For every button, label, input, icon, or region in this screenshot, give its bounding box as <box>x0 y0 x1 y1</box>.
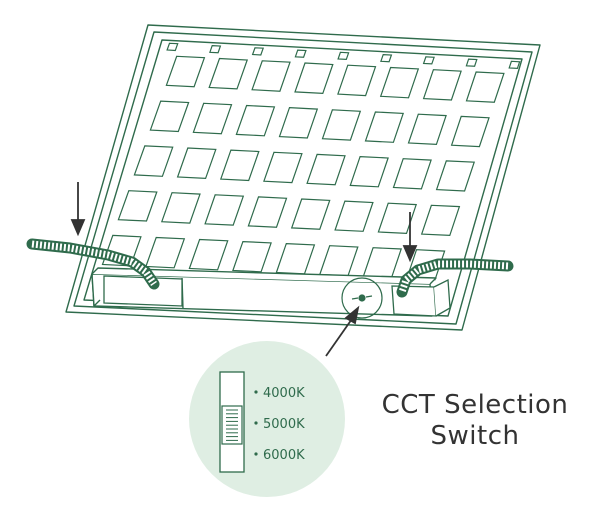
slider-grip-icon <box>226 409 238 441</box>
panel-grid-cell <box>306 153 346 186</box>
panel-grid-tab <box>465 58 478 67</box>
flexible-conduits <box>26 238 514 298</box>
panel-grid-cell <box>263 151 303 184</box>
panel-grid-cell <box>422 69 462 101</box>
panel-grid-tab <box>380 53 393 63</box>
panel-grid-cell <box>435 160 476 192</box>
cct-detail-callout: 4000K 5000K 6000K <box>189 341 345 497</box>
panel-grid-cell <box>232 240 272 273</box>
panel-grid-cell <box>165 55 206 88</box>
panel-grid-cell <box>407 113 447 146</box>
pointer-arrow <box>325 305 360 357</box>
panel-grid-tab <box>508 60 521 70</box>
panel-grid-cell <box>392 158 432 190</box>
conduit-ribs <box>31 240 157 286</box>
option-6000k: 6000K <box>254 448 305 463</box>
panel-grid-cell <box>192 102 233 135</box>
conduit-left <box>26 238 160 290</box>
panel-grid-cell <box>251 60 291 92</box>
conduit-arrow-right <box>402 212 418 263</box>
panel-grid-cell <box>450 115 490 148</box>
junction-box-left <box>103 275 183 307</box>
svg-text:6000K: 6000K <box>263 448 305 463</box>
panel-grid-tab <box>209 44 222 54</box>
caption-line-2: Switch <box>430 421 520 451</box>
panel-grid-cell <box>465 71 505 103</box>
panel-grid-tab <box>422 56 435 65</box>
panel-grid-cell <box>377 202 418 235</box>
conduit-right <box>396 258 514 298</box>
option-4000k: 4000K <box>254 386 305 401</box>
panel-grid-tab <box>166 42 179 52</box>
panel-grid-cell <box>379 66 420 99</box>
panel-grid-cell <box>278 106 319 139</box>
panel-grid-cell <box>219 149 260 182</box>
panel-grid-cell <box>294 62 334 95</box>
option-5000k: 5000K <box>254 417 305 432</box>
panel-grid-tab <box>251 47 265 56</box>
panel-grid-cell <box>420 204 461 237</box>
cct-switch-marker <box>341 277 383 319</box>
panel-grid-cell <box>188 238 229 271</box>
panel-grid-cell <box>208 57 249 90</box>
caption-cct-selection-switch: CCT Selection Switch <box>360 390 590 452</box>
panel-grid-cell <box>133 145 174 177</box>
panel-grid-tab <box>294 49 307 58</box>
svg-text:5000K: 5000K <box>263 417 305 432</box>
panel-grid-cell <box>334 200 374 232</box>
svg-text:4000K: 4000K <box>263 386 305 401</box>
conduit-arrow-left <box>70 182 86 237</box>
panel-grid-cell <box>247 196 288 228</box>
panel-grid <box>101 42 521 281</box>
panel-grid-cell <box>290 198 331 230</box>
panel-grid-cell <box>337 64 377 97</box>
caption-line-1: CCT Selection <box>381 390 569 420</box>
conduit-ribs <box>398 260 509 294</box>
panel-grid-cell <box>149 100 190 133</box>
panel-grid-cell <box>176 147 217 180</box>
panel-grid-cell <box>160 192 201 224</box>
panel-grid-cell <box>364 111 405 143</box>
panel-grid-cell <box>235 104 276 137</box>
panel-grid-cell <box>349 155 389 188</box>
panel-grid-cell <box>321 109 362 141</box>
panel-grid-tab <box>337 51 350 61</box>
panel-grid-cell <box>145 236 186 269</box>
panel-grid-cell <box>117 190 158 222</box>
panel-grid-cell <box>204 194 245 226</box>
